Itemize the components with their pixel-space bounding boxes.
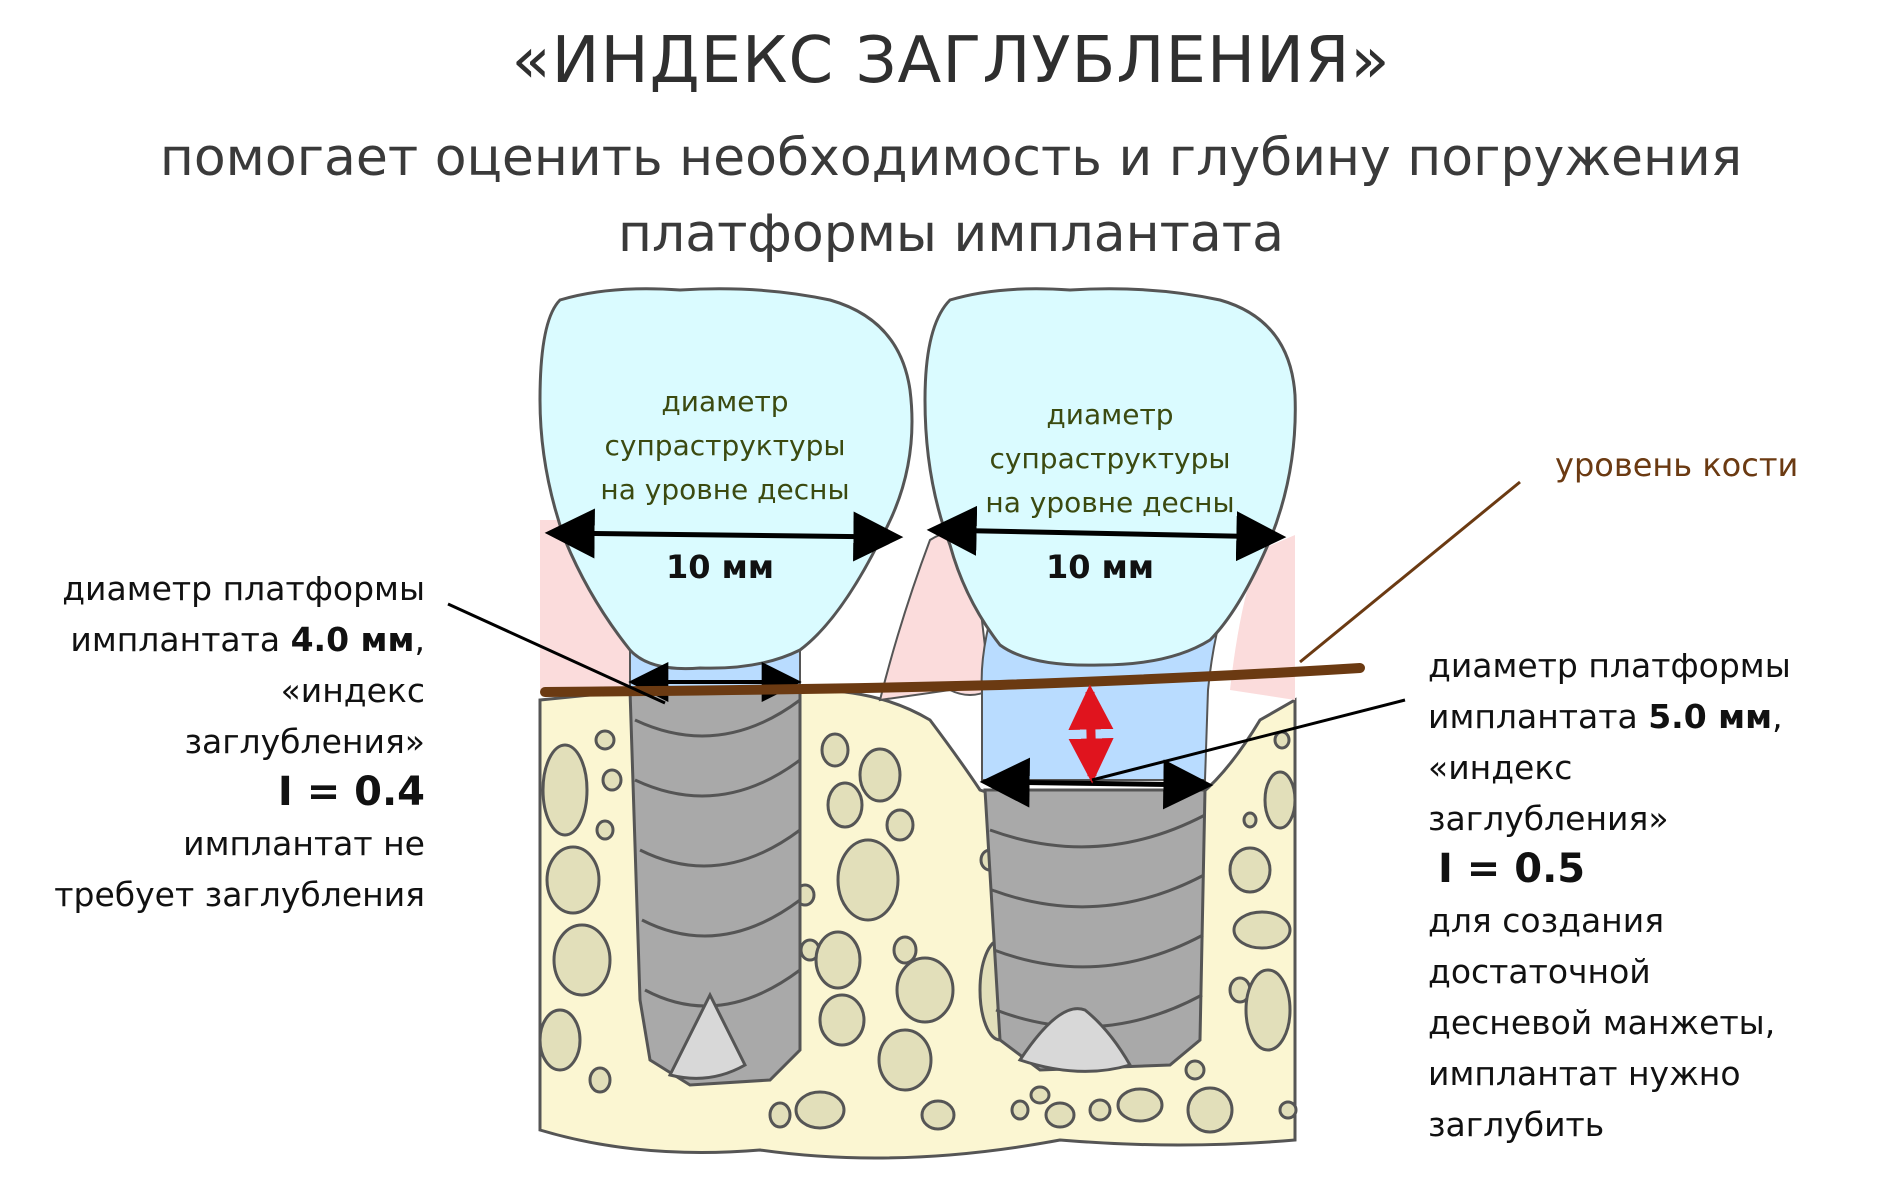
left-crown-label: диаметр супраструктуры на уровне десны <box>560 380 890 512</box>
right-note-leader <box>1091 698 1406 782</box>
right-note-line-7: десневой манжеты, <box>1428 1003 1776 1042</box>
depth-arrow <box>1068 684 1114 784</box>
left-crown <box>538 287 914 671</box>
left-crown-label-line-3: на уровне десны <box>600 473 850 506</box>
left-note-line-5: имплантат не <box>183 824 425 863</box>
right-note-line-3: «индекс <box>1428 748 1573 787</box>
right-implant <box>983 788 1207 1073</box>
left-note-leader <box>447 602 666 705</box>
left-implant <box>628 688 802 1087</box>
bone-level-label: уровень кости <box>1555 446 1799 484</box>
right-note-line-5: для создания <box>1428 901 1665 940</box>
page-subtitle-line-1: помогает оценить необходимость и глубину… <box>159 128 1743 188</box>
left-crown-label-line-1: диаметр <box>661 385 789 418</box>
left-platform-diameter: 4.0 мм <box>290 620 415 659</box>
left-note-line-1: диаметр платформы <box>62 569 425 608</box>
page-title: «ИНДЕКС ЗАГЛУБЛЕНИЯ» <box>511 24 1391 98</box>
left-note-line-4: заглубления» <box>184 722 425 761</box>
right-note-line-4: заглубления» <box>1428 799 1669 838</box>
left-note: диаметр платформы имплантата 4.0 мм, «ин… <box>40 563 425 920</box>
right-crown-label-line-1: диаметр <box>1046 398 1174 431</box>
left-index-value: I = 0.4 <box>277 769 425 815</box>
left-crown-label-line-2: супраструктуры <box>604 429 846 462</box>
right-crown-label-line-3: на уровне десны <box>985 486 1235 519</box>
left-note-line-3: «индекс <box>280 671 425 710</box>
right-note-line-1: диаметр платформы <box>1428 646 1791 685</box>
right-crown-label: диаметр супраструктуры на уровне десны <box>945 393 1275 525</box>
page-subtitle-line-2: платформы имплантата <box>618 204 1284 264</box>
right-index-value: I = 0.5 <box>1438 846 1586 892</box>
bone-level-line <box>540 663 1365 697</box>
gum-tissue-right <box>1230 535 1295 700</box>
left-note-line-6: требует заглубления <box>54 875 425 914</box>
right-crown-label-line-2: супраструктуры <box>989 442 1231 475</box>
left-crown-width-arrow <box>544 508 904 562</box>
right-platform-diameter: 5.0 мм <box>1648 697 1773 736</box>
right-note-line-2: имплантата 5.0 мм, <box>1428 697 1783 736</box>
right-note: диаметр платформы имплантата 5.0 мм, «ин… <box>1428 640 1868 1150</box>
left-crown-width-value: 10 мм <box>666 548 774 586</box>
right-crown-width-arrow <box>926 505 1287 562</box>
bone-cavities <box>538 729 1298 1134</box>
right-note-line-8: имплантат нужно <box>1428 1054 1741 1093</box>
left-note-line-2: имплантата 4.0 мм, <box>70 620 425 659</box>
right-crown <box>923 287 1297 667</box>
right-platform-arrow <box>979 757 1214 810</box>
right-note-line-6: достаточной <box>1428 952 1651 991</box>
bone-level-leader <box>1299 480 1521 664</box>
right-crown-width-value: 10 мм <box>1046 548 1154 586</box>
right-note-line-9: заглубить <box>1428 1105 1605 1144</box>
